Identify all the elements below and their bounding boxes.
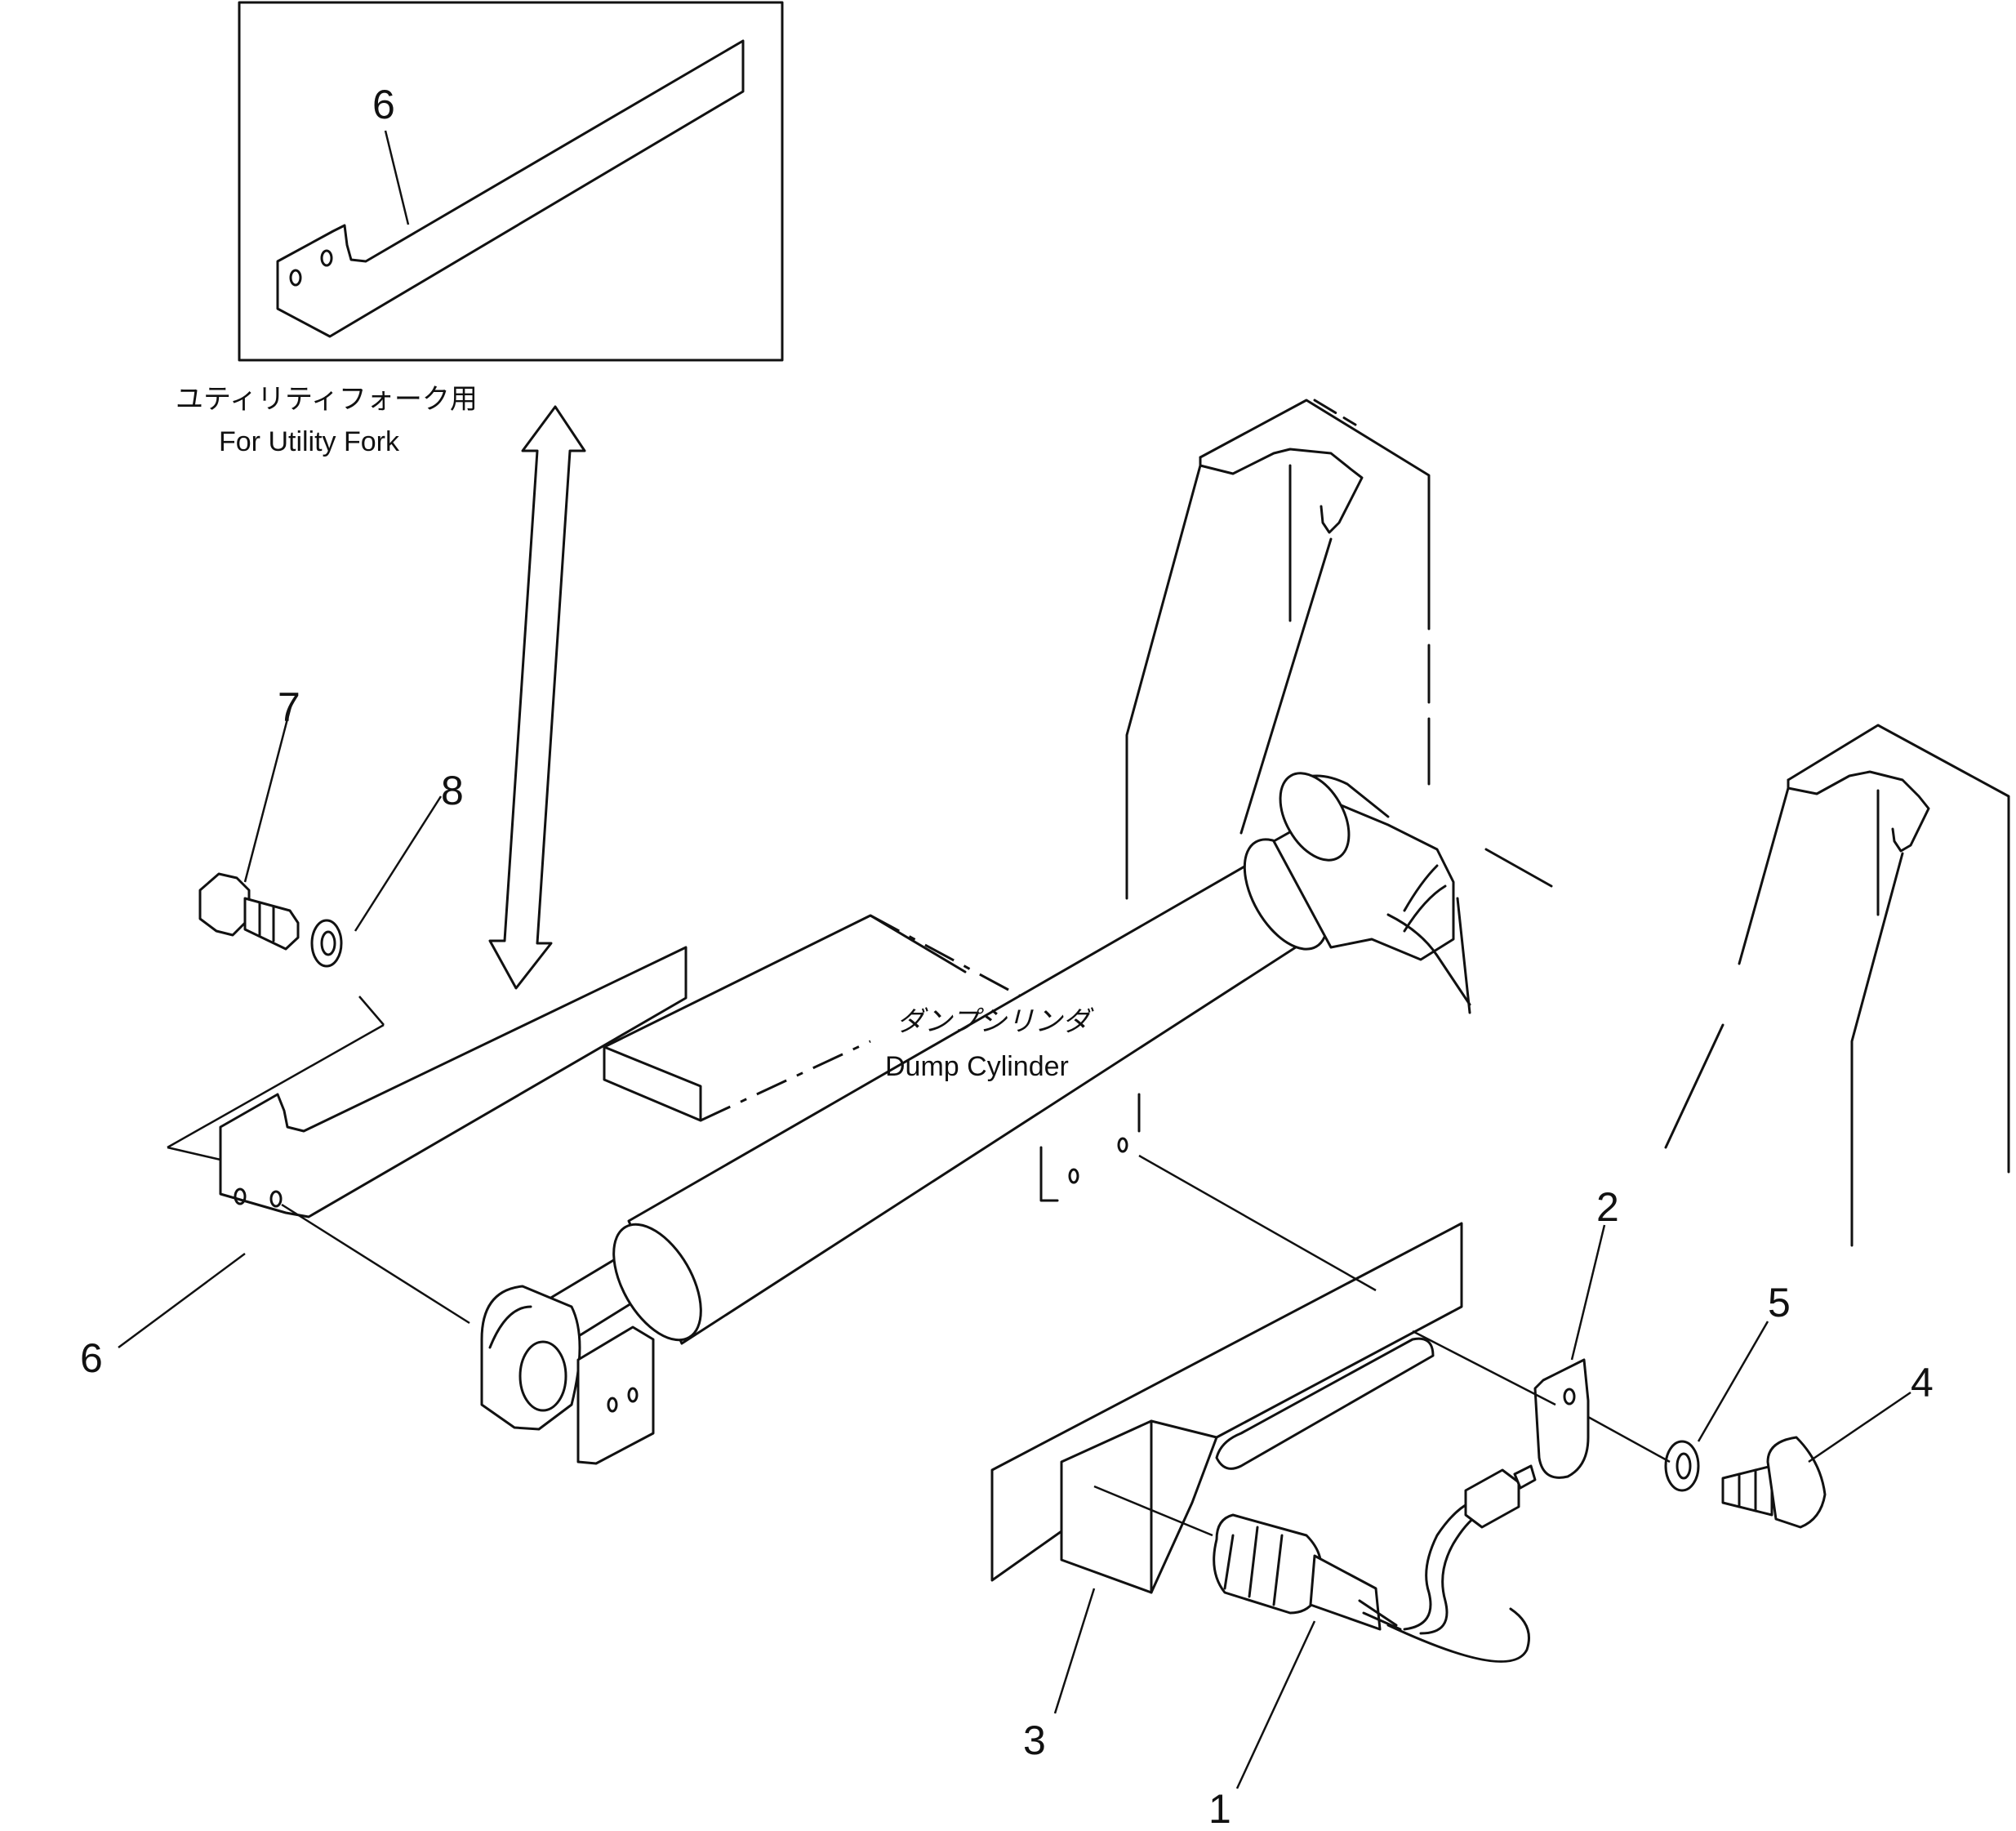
leader-lines bbox=[118, 706, 1911, 1789]
cylinder-label-jp: ダンプシリンダ bbox=[897, 1006, 1094, 1037]
bolt-4[interactable] bbox=[1721, 1436, 1827, 1529]
inset-caption-en: For Utility Fork bbox=[219, 426, 400, 457]
callout-8: 8 bbox=[441, 768, 464, 813]
dump-cylinder bbox=[480, 772, 1553, 1431]
callout-6-inset: 6 bbox=[372, 82, 395, 127]
washer-5[interactable] bbox=[1664, 1440, 1700, 1492]
bolt-7[interactable] bbox=[198, 872, 300, 951]
cylinder-label-en: Dump Cylinder bbox=[885, 1051, 1069, 1082]
inset-box: 6 bbox=[238, 1, 784, 362]
callout-2: 2 bbox=[1596, 1184, 1619, 1230]
callout-1: 1 bbox=[1208, 1786, 1231, 1827]
frame-upright-right bbox=[1664, 724, 2010, 1247]
callout-4: 4 bbox=[1911, 1360, 1934, 1406]
head-end-bracket bbox=[1039, 1093, 1141, 1202]
inset-caption-jp: ユティリティフォーク用 bbox=[176, 384, 478, 415]
washer-8[interactable] bbox=[310, 919, 343, 968]
rod-end-bracket bbox=[576, 1325, 655, 1465]
clamp-2[interactable] bbox=[1533, 1358, 1590, 1479]
plate-6[interactable] bbox=[219, 946, 688, 1218]
double-arrow bbox=[488, 405, 586, 990]
limit-switch-1[interactable] bbox=[1213, 1464, 1537, 1663]
frame-upright-left bbox=[1125, 399, 1431, 900]
bracket-3[interactable] bbox=[990, 1222, 1463, 1594]
callout-6: 6 bbox=[80, 1335, 103, 1381]
callout-3: 3 bbox=[1023, 1717, 1046, 1763]
callout-7: 7 bbox=[278, 684, 300, 730]
inset-plate-6 bbox=[276, 39, 745, 338]
callout-5: 5 bbox=[1768, 1280, 1791, 1325]
